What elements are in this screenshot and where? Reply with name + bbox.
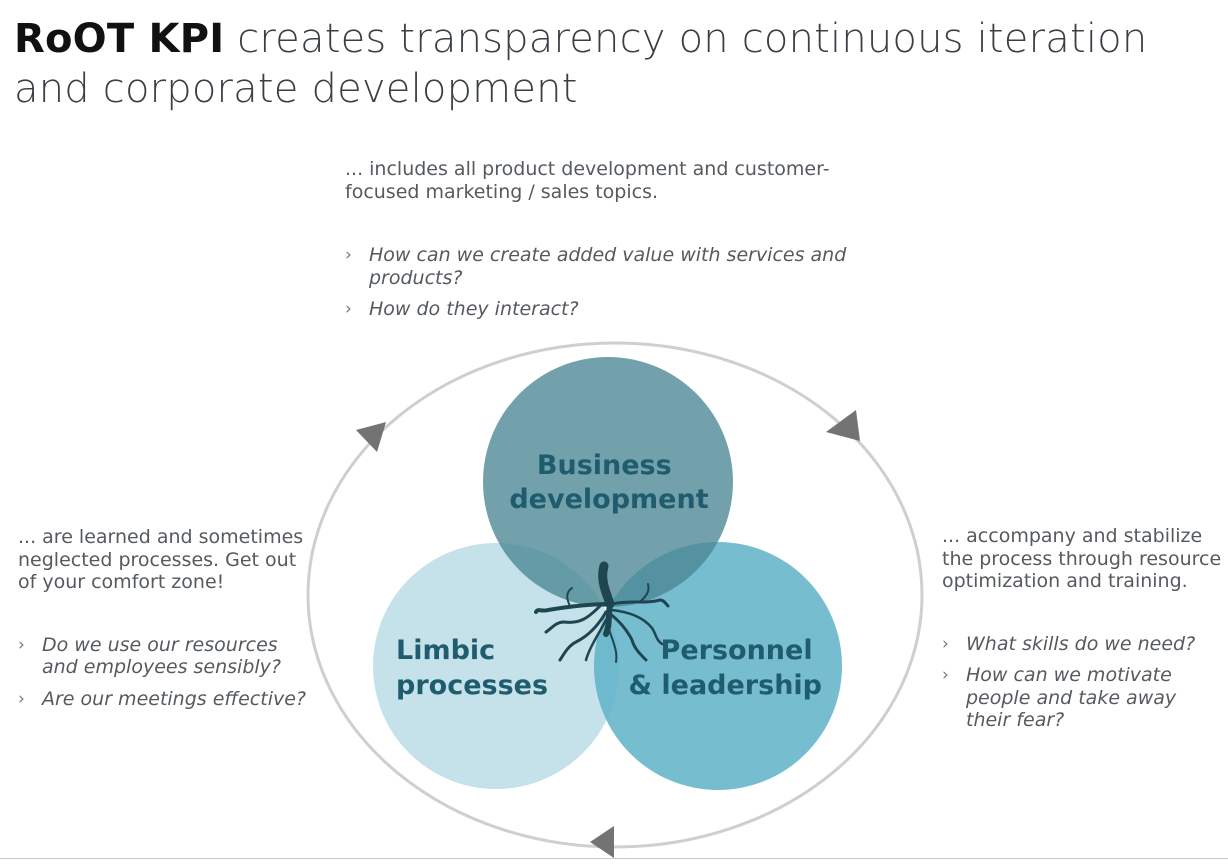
divider <box>0 858 1228 859</box>
personnel-circle-label: Personnel & leadership <box>628 635 822 701</box>
cycle-ring <box>306 341 924 849</box>
chevron-right-icon: › <box>942 633 949 654</box>
business-description-text: ... includes all product development and… <box>345 158 830 203</box>
limbic-circle-label: Limbic processes <box>396 635 548 701</box>
title-text: creates transparency on continuous itera… <box>14 16 1148 112</box>
limbic-question: ›Do we use our resources and employees s… <box>18 633 281 679</box>
limbic-description-text: ... are learned and sometimes neglected … <box>18 526 304 593</box>
limbic-question: ›Are our meetings effective? <box>18 687 306 710</box>
personnel-question: ›How can we motivate people and take awa… <box>942 664 1177 731</box>
limbic-description: ... are learned and sometimes neglected … <box>18 526 318 719</box>
slide-title: RoOT KPI creates transparency on continu… <box>14 14 1204 114</box>
business-circle-label: Business development <box>509 450 708 515</box>
root-icon <box>534 561 670 663</box>
chevron-right-icon: › <box>18 634 25 655</box>
brand-name: RoOT KPI <box>14 16 225 62</box>
personnel-description: ... accompany and stabilize the process … <box>942 525 1222 741</box>
chevron-right-icon: › <box>345 299 352 319</box>
chevron-right-icon: › <box>345 245 352 265</box>
business-question: ›How can we create added value with serv… <box>345 244 847 289</box>
personnel-description-text: ... accompany and stabilize the process … <box>942 525 1222 592</box>
business-description: ... includes all product development and… <box>345 158 885 330</box>
chevron-right-icon: › <box>942 665 949 685</box>
chevron-right-icon: › <box>18 688 25 709</box>
business-question-list: ›How can we create added value with serv… <box>345 244 885 321</box>
cycle-arrow-icon <box>590 826 614 858</box>
cycle-arrow-icon <box>356 422 386 452</box>
cycle-arrow-icon <box>826 410 860 441</box>
personnel-question-list: ›What skills do we need? ›How can we mot… <box>942 633 1222 732</box>
personnel-question: ›What skills do we need? <box>942 632 1196 655</box>
personnel-circle <box>594 542 842 790</box>
business-question: ›How do they interact? <box>345 298 579 320</box>
limbic-circle <box>373 543 619 789</box>
limbic-question-list: ›Do we use our resources and employees s… <box>18 634 318 711</box>
business-circle <box>483 357 733 607</box>
